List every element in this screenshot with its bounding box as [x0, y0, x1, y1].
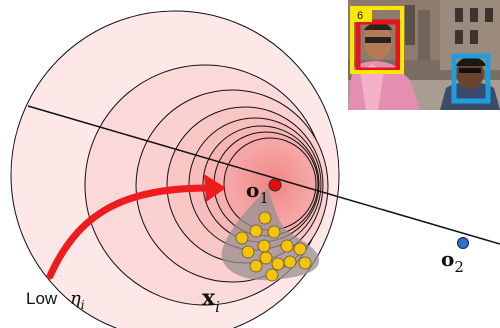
xi-label: xi [202, 285, 220, 316]
red-arrow [46, 174, 226, 280]
point [283, 255, 297, 269]
o1-label: o1 [246, 178, 269, 207]
point [249, 224, 263, 238]
cluster-points [235, 211, 312, 282]
point [258, 211, 272, 225]
point [241, 245, 255, 259]
low-eta-label: Low ηi [26, 288, 85, 312]
low-text: Low [26, 289, 58, 308]
point [259, 251, 273, 265]
o2-label: o2 [441, 247, 464, 276]
point [293, 242, 307, 256]
concentric-rings [10, 10, 340, 328]
point [265, 268, 279, 282]
track-box-yellow [350, 6, 404, 74]
track-id-badge [352, 8, 372, 22]
o1-point [268, 178, 282, 192]
point [257, 239, 271, 253]
o2-point [457, 237, 469, 249]
point [271, 257, 285, 271]
point [280, 239, 294, 253]
eta-symbol: ηi [70, 288, 85, 312]
face-box-blue [451, 53, 491, 104]
point [235, 231, 249, 245]
projection-line [27, 105, 500, 245]
point [298, 256, 312, 270]
point [249, 259, 263, 273]
point [267, 225, 281, 239]
track-id-text: 6 [357, 10, 363, 22]
